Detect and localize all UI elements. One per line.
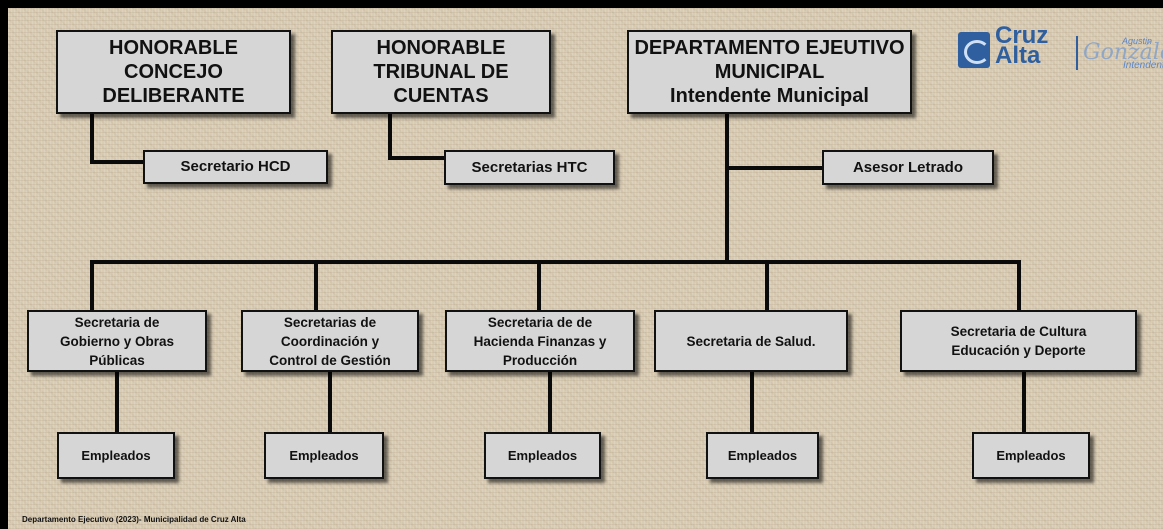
asesor-label: Asesor Letrado bbox=[852, 158, 964, 176]
box-concejo-deliberante: HONORABLE CONCEJO DELIBERANTE bbox=[56, 30, 291, 114]
logo-role: Intendente bbox=[1123, 60, 1163, 71]
municipal-emblem-icon bbox=[958, 32, 990, 68]
box-empleados-cultura: Empleados bbox=[972, 432, 1090, 479]
empleados-label: Empleados bbox=[507, 448, 578, 463]
secretaria-gobierno-label: Secretaria de Gobierno y Obras Públicas bbox=[59, 314, 175, 368]
box-empleados-coordinacion: Empleados bbox=[264, 432, 384, 479]
logo-brand: Cruz Alta bbox=[995, 22, 1049, 69]
box-secretaria-cultura: Secretaria de Cultura Educación y Deport… bbox=[900, 310, 1137, 372]
box-asesor-letrado: Asesor Letrado bbox=[822, 150, 994, 185]
ejecutivo-label: DEPARTAMENTO EJEUTIVO MUNICIPAL Intenden… bbox=[634, 37, 905, 107]
logo-name: Agustin bbox=[1122, 36, 1153, 46]
cruz-alta-logo: Cruz Alta González Agustin Intendente bbox=[955, 24, 1163, 80]
concejo-label: HONORABLE CONCEJO DELIBERANTE bbox=[102, 37, 245, 107]
secretaria-coordinacion-label: Secretarias de Coordinación y Control de… bbox=[269, 314, 391, 368]
tribunal-label: HONORABLE TRIBUNAL DE CUENTAS bbox=[373, 37, 509, 107]
box-empleados-hacienda: Empleados bbox=[484, 432, 601, 479]
secretario-hcd-label: Secretario HCD bbox=[180, 158, 291, 175]
footer-caption: Departamento Ejecutivo (2023)- Municipal… bbox=[22, 515, 246, 524]
box-departamento-ejecutivo: DEPARTAMENTO EJEUTIVO MUNICIPAL Intenden… bbox=[627, 30, 912, 114]
empleados-label: Empleados bbox=[81, 448, 151, 463]
box-secretarias-htc: Secretarias HTC bbox=[444, 150, 615, 185]
empleados-label: Empleados bbox=[727, 448, 798, 463]
box-secretaria-coordinacion: Secretarias de Coordinación y Control de… bbox=[241, 310, 419, 372]
box-secretaria-salud: Secretaria de Salud. bbox=[654, 310, 848, 372]
logo-divider bbox=[1076, 36, 1078, 70]
empleados-label: Empleados bbox=[996, 448, 1066, 463]
secretaria-hacienda-label: Secretaria de de Hacienda Finanzas y Pro… bbox=[473, 314, 607, 368]
box-empleados-gobierno: Empleados bbox=[57, 432, 175, 479]
logo-signature: González bbox=[1083, 40, 1163, 65]
secretaria-salud-label: Secretaria de Salud. bbox=[686, 333, 816, 349]
box-empleados-salud: Empleados bbox=[706, 432, 819, 479]
box-tribunal-cuentas: HONORABLE TRIBUNAL DE CUENTAS bbox=[331, 30, 551, 114]
empleados-label: Empleados bbox=[289, 448, 359, 463]
box-secretaria-gobierno: Secretaria de Gobierno y Obras Públicas bbox=[27, 310, 207, 372]
secretaria-cultura-label: Secretaria de Cultura Educación y Deport… bbox=[950, 324, 1087, 358]
box-secretario-hcd: Secretario HCD bbox=[143, 150, 328, 184]
box-secretaria-hacienda: Secretaria de de Hacienda Finanzas y Pro… bbox=[445, 310, 635, 372]
secretarias-htc-label: Secretarias HTC bbox=[471, 158, 588, 176]
